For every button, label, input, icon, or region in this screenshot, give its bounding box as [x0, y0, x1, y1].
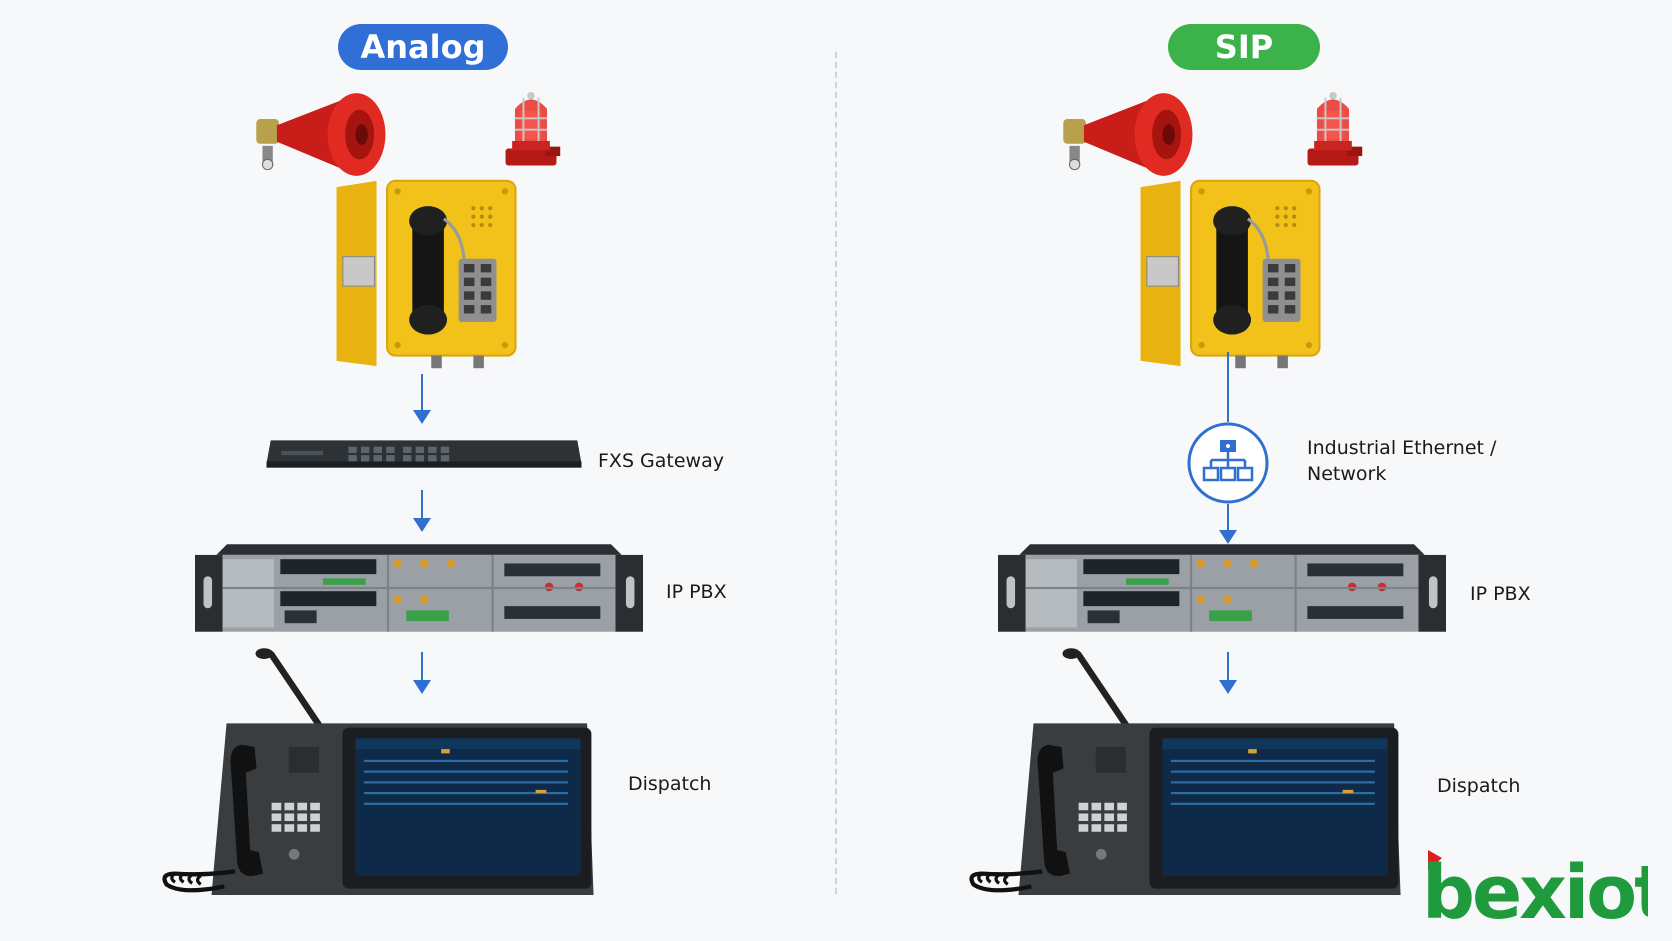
fxs-gateway-label: FXS Gateway [598, 450, 724, 472]
analog-ip-pbx-label: IP PBX [666, 581, 727, 603]
sip-title-badge: SIP [1168, 24, 1320, 70]
analog-beacon-light-icon [498, 90, 564, 175]
analog-title-badge: Analog [338, 24, 508, 70]
sip-ip-pbx-icon [998, 540, 1446, 636]
sip-dispatch-console-icon [967, 648, 1407, 906]
sip-dispatch-label: Dispatch [1437, 775, 1521, 797]
analog-arrow-phone-to-gateway [413, 374, 431, 424]
analog-dispatch-console-icon [160, 648, 600, 906]
analog-arrow-pbx-to-dispatch [413, 652, 431, 694]
analog-ip-pbx-icon [195, 540, 643, 636]
analog-horn-speaker-icon [248, 88, 403, 181]
network-label-line2: Network [1307, 463, 1387, 485]
bexiot-logo-text: bexiot [1422, 850, 1648, 928]
sip-network-line-top [1227, 352, 1229, 422]
sip-emergency-phone-icon [1130, 176, 1330, 372]
center-divider [835, 52, 837, 894]
fxs-gateway-icon [263, 432, 585, 474]
sip-arrow-pbx-to-dispatch [1219, 652, 1237, 694]
sip-arrow-network-to-pbx [1219, 504, 1237, 544]
network-label-line1: Industrial Ethernet / [1307, 437, 1497, 459]
network-topology-icon [1187, 422, 1269, 504]
bexiot-logo: bexiot [1422, 850, 1648, 928]
analog-dispatch-label: Dispatch [628, 773, 712, 795]
sip-beacon-light-icon [1300, 90, 1366, 175]
sip-horn-speaker-icon [1055, 88, 1210, 181]
analog-arrow-gateway-to-pbx [413, 490, 431, 532]
sip-ip-pbx-label: IP PBX [1470, 583, 1531, 605]
analog-emergency-phone-icon [326, 176, 526, 372]
